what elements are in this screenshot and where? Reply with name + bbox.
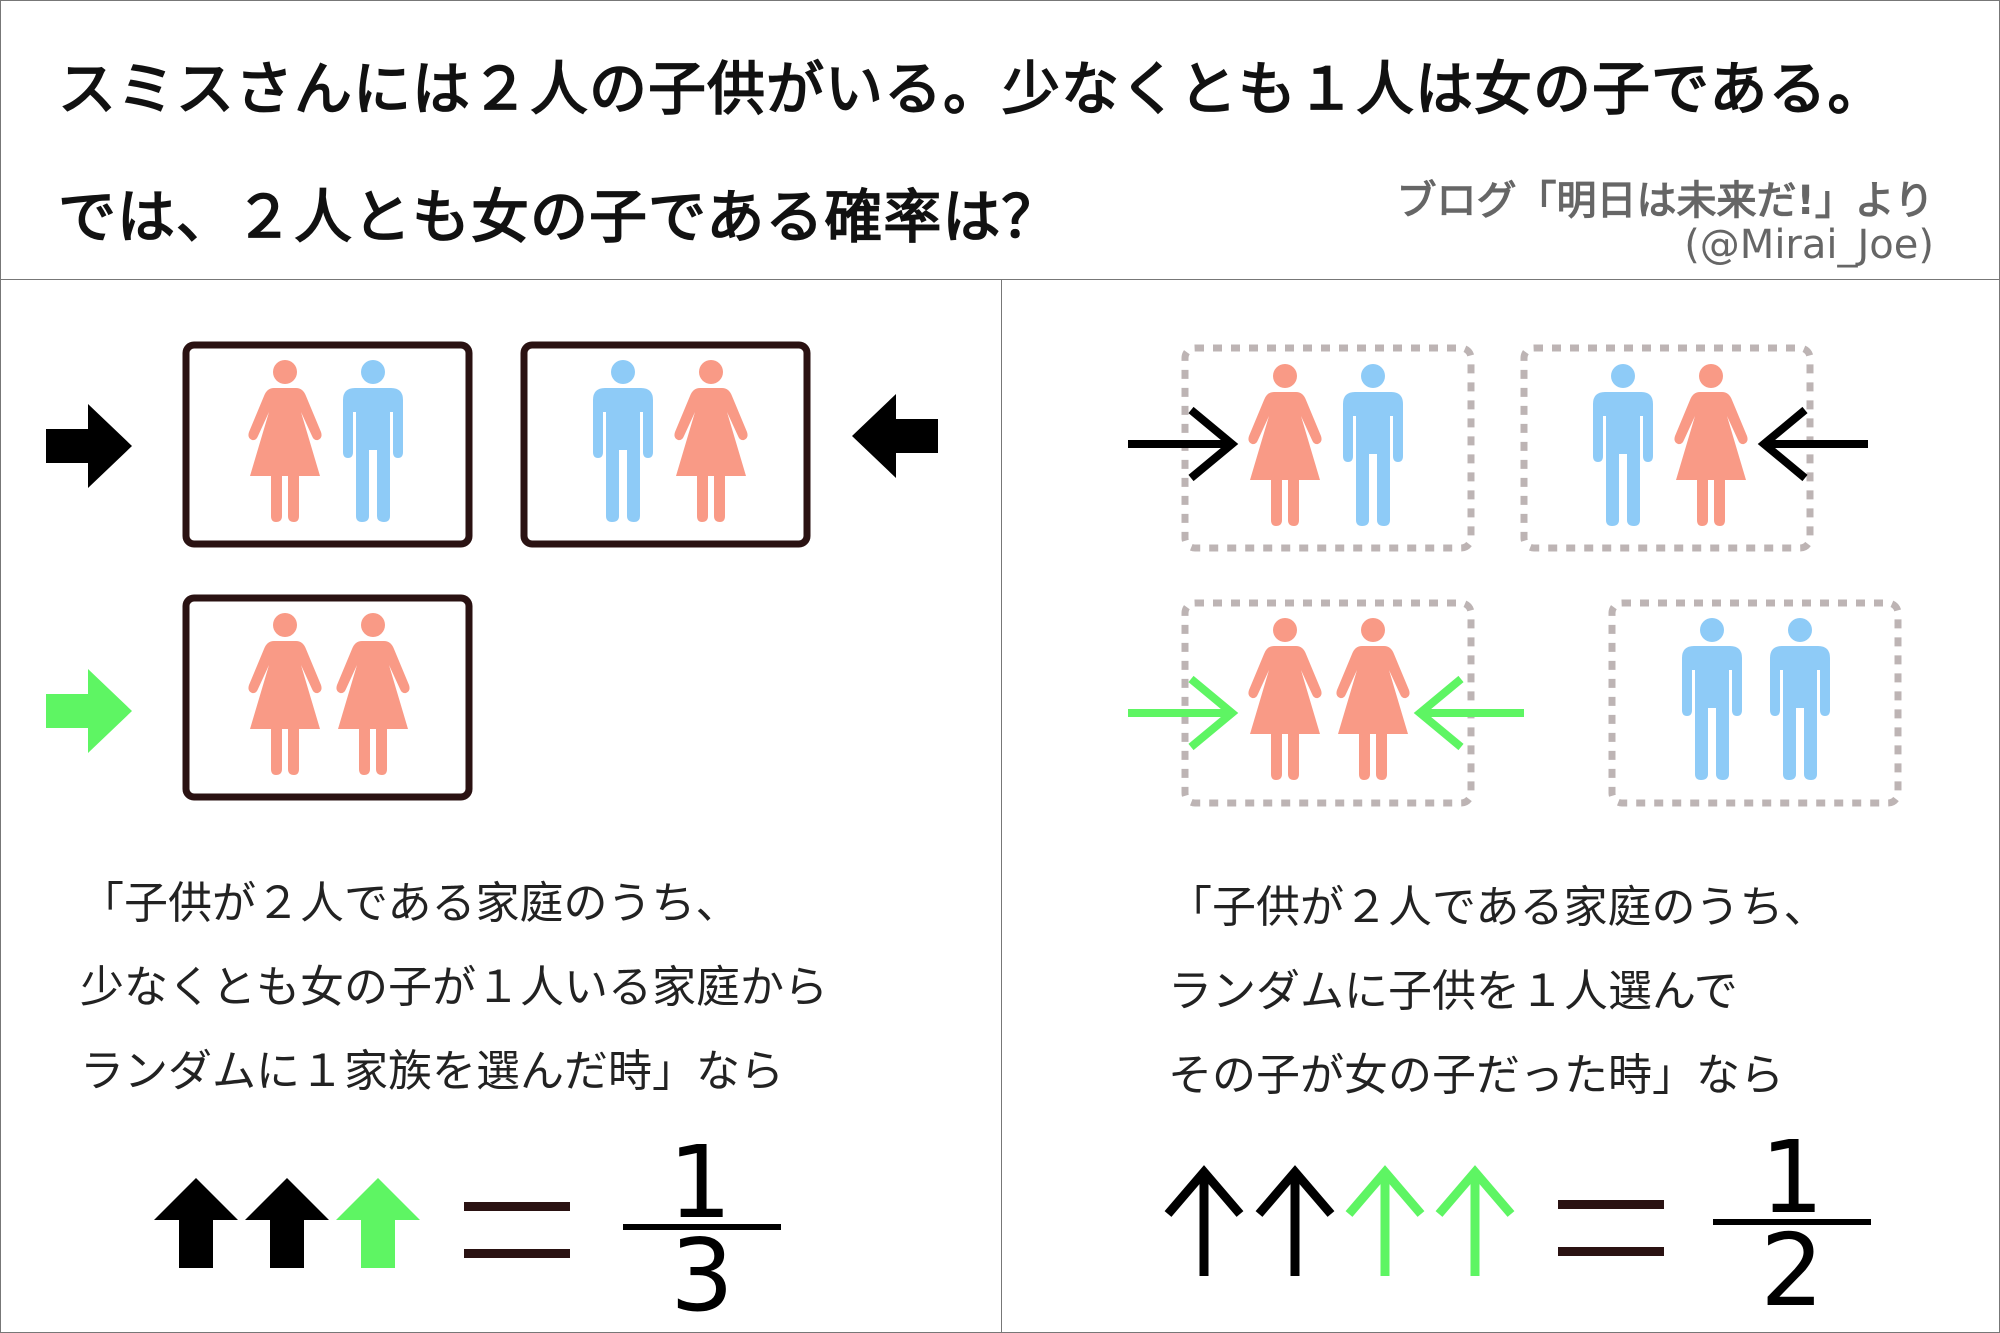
line-arrow-icon [1345,1165,1425,1276]
line-arrow-icon [1128,406,1239,482]
fraction-bar [623,1224,781,1230]
left-condition-text: 「子供が２人である家庭のうち、 少なくとも女の子が１人いる家庭から ランダムに１… [80,862,828,1114]
left-condition-line: 「子供が２人である家庭のうち、 [80,878,740,929]
boy-icon [1770,618,1830,780]
block-arrow-icon [154,1178,238,1268]
fraction-denominator: 3 [670,1217,734,1333]
block-arrow-icon [852,394,938,478]
line-arrow-icon [1164,1165,1244,1276]
equals-sign [464,1202,570,1258]
left-condition-line: ランダムに１家族を選んだ時」なら [80,1046,784,1097]
girl-icon [1248,618,1322,780]
left-condition-line: 少なくとも女の子が１人いる家庭から [80,962,828,1013]
child-box-boy-boy [1608,599,1902,807]
question-line-1: スミスさんには２人の子供がいる。少なくとも１人は女の子である。 [58,55,1887,123]
boy-icon [1682,618,1742,780]
block-arrow-icon [46,404,132,488]
line-arrow-icon [1128,675,1239,751]
equals-sign [1558,1200,1664,1256]
source-blog: ブログ「明日は未来だ!」より [1396,178,1934,224]
fraction-numerator: 1 [668,1124,732,1241]
fraction-bar [1713,1219,1871,1225]
line-arrow-icon [1757,406,1868,482]
girl-icon [1248,364,1322,526]
line-arrow-icon [1255,1165,1335,1276]
child-box-girl-girl [1181,599,1475,807]
girl-icon [1674,364,1748,526]
right-condition-line: ランダムに子供を１人選んで [1168,966,1738,1017]
family-box-girl-boy [182,341,473,548]
girl-icon [1336,618,1410,780]
source-handle: (@Mirai_Joe) [1684,222,1934,268]
block-arrow-icon [46,669,132,753]
fraction-numerator: 1 [1760,1119,1824,1236]
family-box-girl-girl [182,594,473,801]
line-arrow-icon [1413,675,1524,751]
child-box-boy-girl [1520,344,1814,552]
boy-icon [1593,364,1653,526]
center-divider [1001,280,1002,1333]
family-box-boy-girl [520,341,811,548]
header-divider [0,279,2000,280]
right-condition-text: 「子供が２人である家庭のうち、 ランダムに子供を１人選んで その子が女の子だった… [1168,866,1828,1118]
boy-icon [1343,364,1403,526]
question-line-2: では、２人とも女の子である確率は？ [58,183,1061,251]
line-arrow-icon [1435,1165,1515,1276]
right-condition-line: その子が女の子だった時」なら [1168,1050,1784,1101]
right-condition-line: 「子供が２人である家庭のうち、 [1168,882,1828,933]
block-arrow-icon [245,1178,329,1268]
block-arrow-icon [336,1178,420,1268]
fraction-denominator: 2 [1760,1212,1824,1329]
